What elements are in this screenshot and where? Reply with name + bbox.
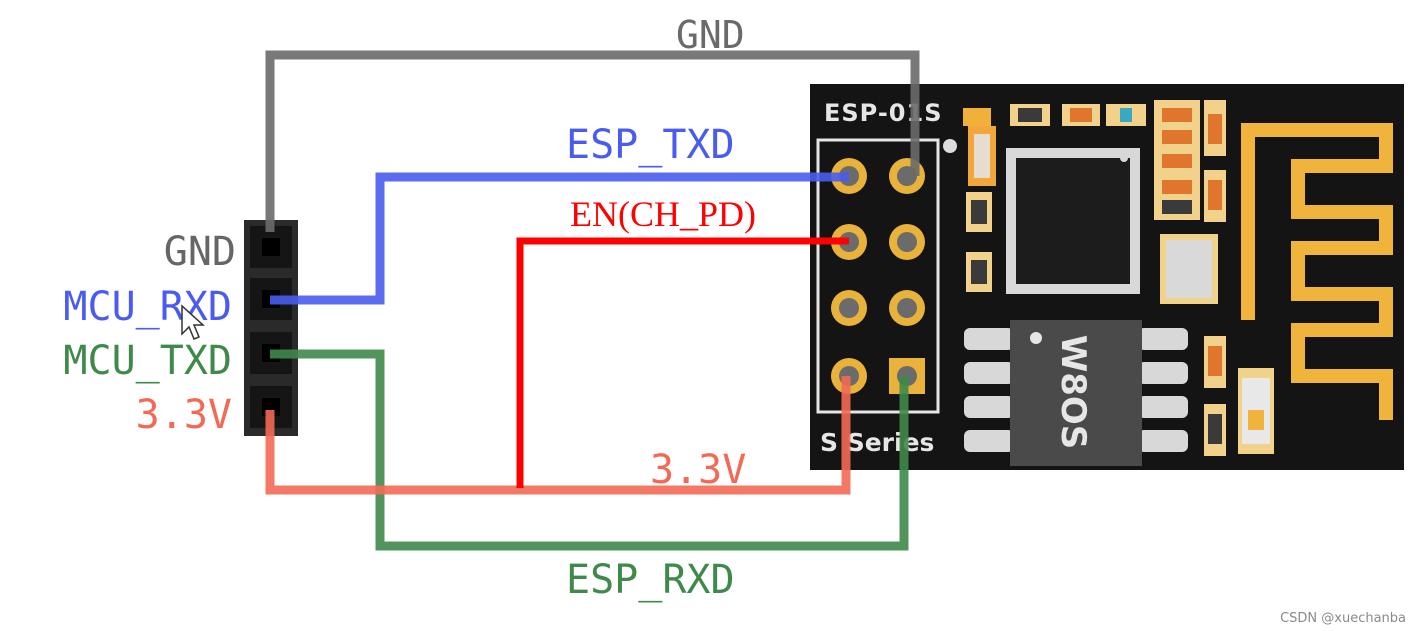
watermark: CSDN @xuechanba [1280,611,1406,626]
module-name: ESP-01S [824,99,943,127]
label-header-gnd: GND [164,229,236,275]
pcb-antenna [1241,123,1393,420]
label-header-mcu-rxd: MCU_RXD [63,284,232,330]
flash-chip-marking: W8OS [1053,335,1093,450]
label-esp-rxd: ESP_RXD [566,557,735,603]
series-label: S Series [820,428,934,457]
wire-gnd [265,50,920,232]
wires [265,50,920,551]
label-esp-txd: ESP_TXD [566,122,735,168]
label-header-mcu-txd: MCU_TXD [63,338,232,384]
wire-vcc [265,376,851,495]
flash-chip: W8OS [964,320,1188,466]
wire-rxd [270,349,909,551]
mcu-header [244,220,298,436]
label-en-ch-pd: EN(CH_PD) [570,194,756,234]
wire-txd [270,172,849,305]
label-header-3v3: 3.3V [136,392,232,438]
label-wire-3v3: 3.3V [650,447,746,493]
mouse-cursor-icon [181,304,205,340]
label-gnd-top: GND [676,13,745,57]
pin-header-outline [816,138,940,414]
wire-en [516,237,849,488]
esp01s-module: ESP-01S S Series [810,84,1404,470]
